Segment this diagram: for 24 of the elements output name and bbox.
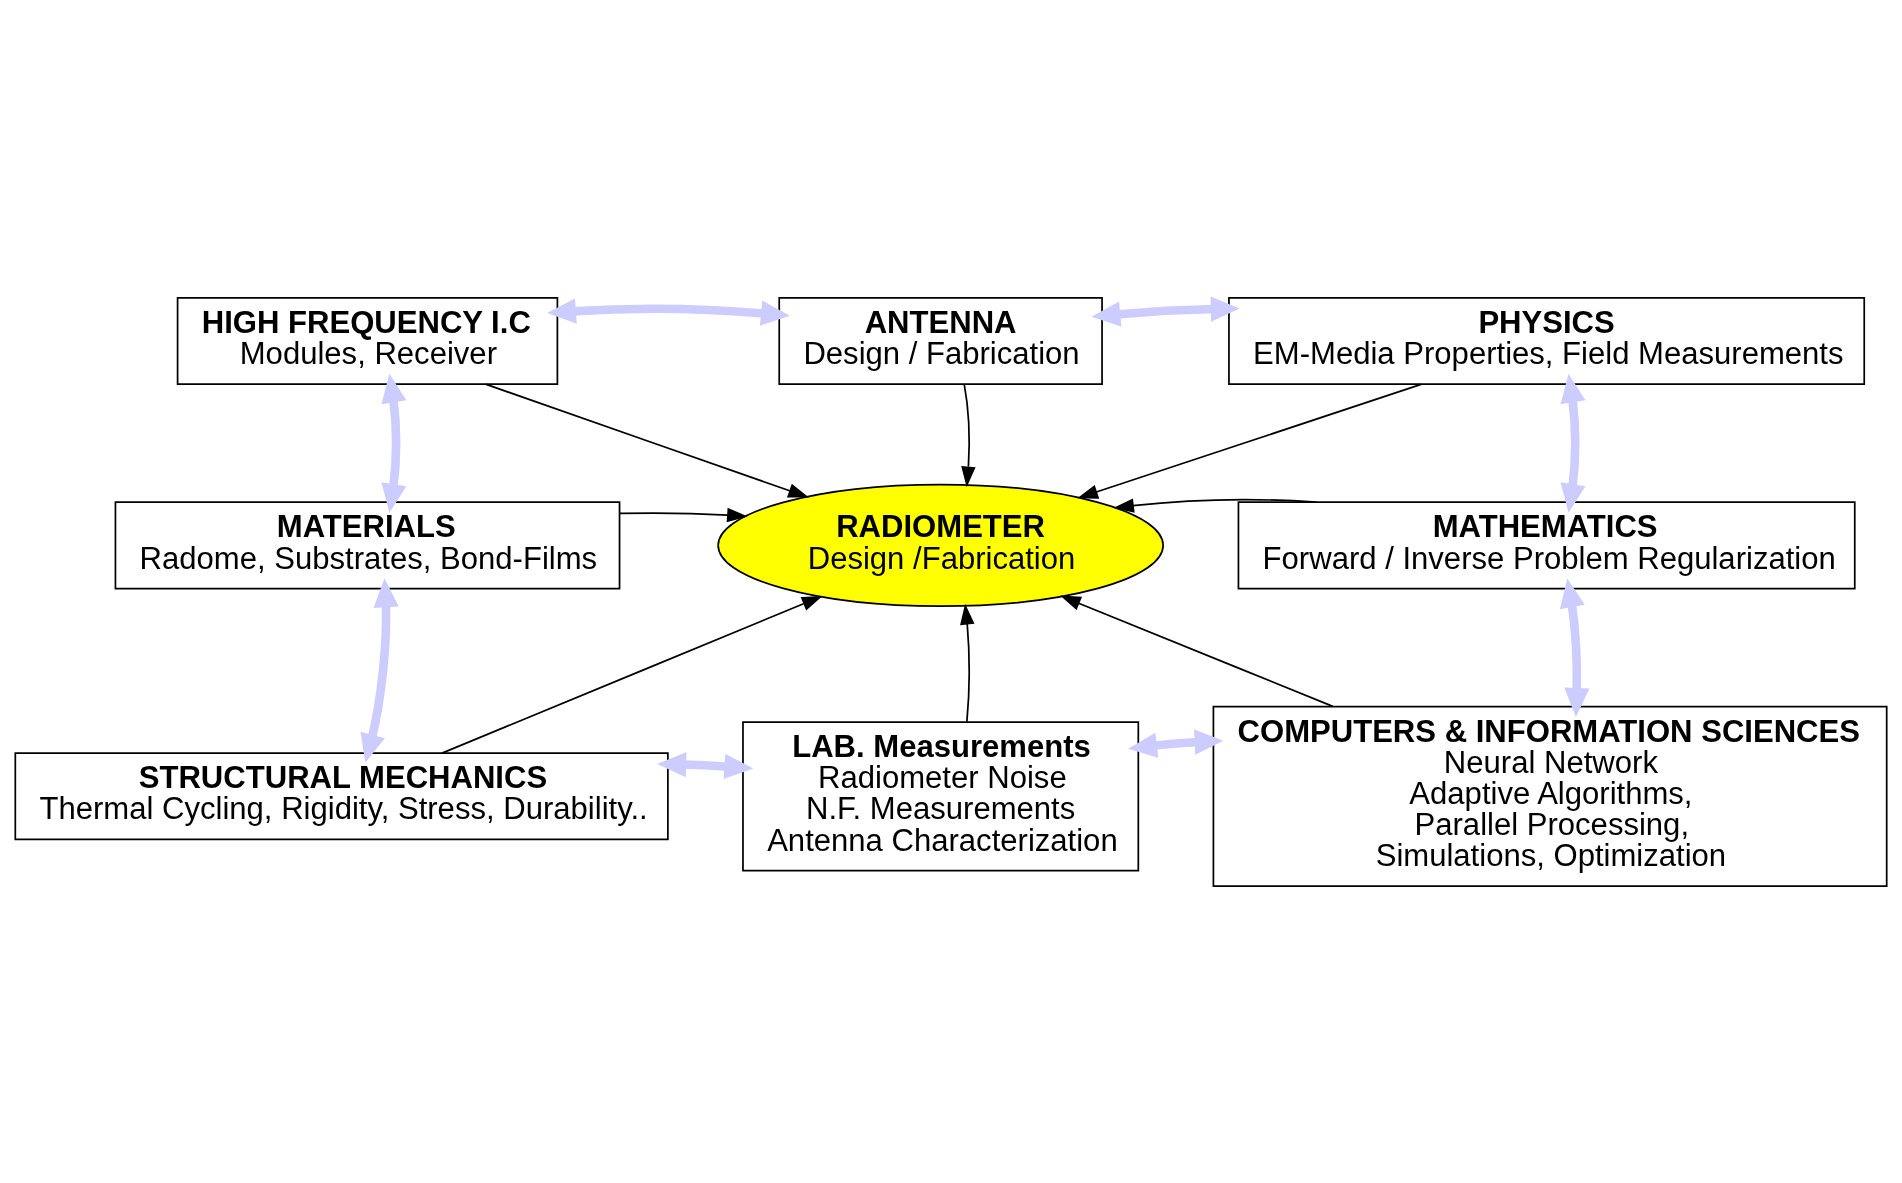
node-box: HIGH FREQUENCY I.C Modules, Receiver [176, 296, 559, 385]
arrow [1559, 577, 1590, 717]
arrow [619, 507, 748, 522]
node-box: LAB. Measurements Radiometer Noise N.F. Measurements Antenna Characterization [742, 720, 1140, 871]
arrow [1060, 595, 1334, 707]
arrow [441, 595, 823, 754]
arrow [1128, 729, 1224, 758]
node-box: STRUCTURAL MECHANICS Thermal Cycling, Rigidity, Stress, Durability.. [14, 751, 669, 840]
arrow [547, 297, 790, 326]
arrow [1091, 295, 1240, 327]
node-box: PHYSICS EM-Media Properties, Field Measurements [1228, 296, 1866, 385]
arrow [381, 373, 407, 513]
node-box: MATHEMATICS Forward / Inverse Problem Regularization [1237, 500, 1856, 589]
arrow [1077, 383, 1422, 499]
arrow [1560, 373, 1586, 513]
arrow [1113, 497, 1317, 513]
node-box: ANTENNA Design / Fabrication [778, 296, 1103, 385]
arrow [961, 383, 976, 487]
arrow [360, 577, 399, 763]
node-box: MATERIALS Radome, Substrates, Bond-Films [114, 500, 621, 589]
arrow [960, 603, 975, 723]
arrow [485, 383, 809, 497]
node-box: COMPUTERS & INFORMATION SCIENCES Neural Network Adaptive Algorithms, Parallel Processing, Simulations, Optimization [1212, 705, 1888, 887]
arrow [657, 751, 754, 779]
